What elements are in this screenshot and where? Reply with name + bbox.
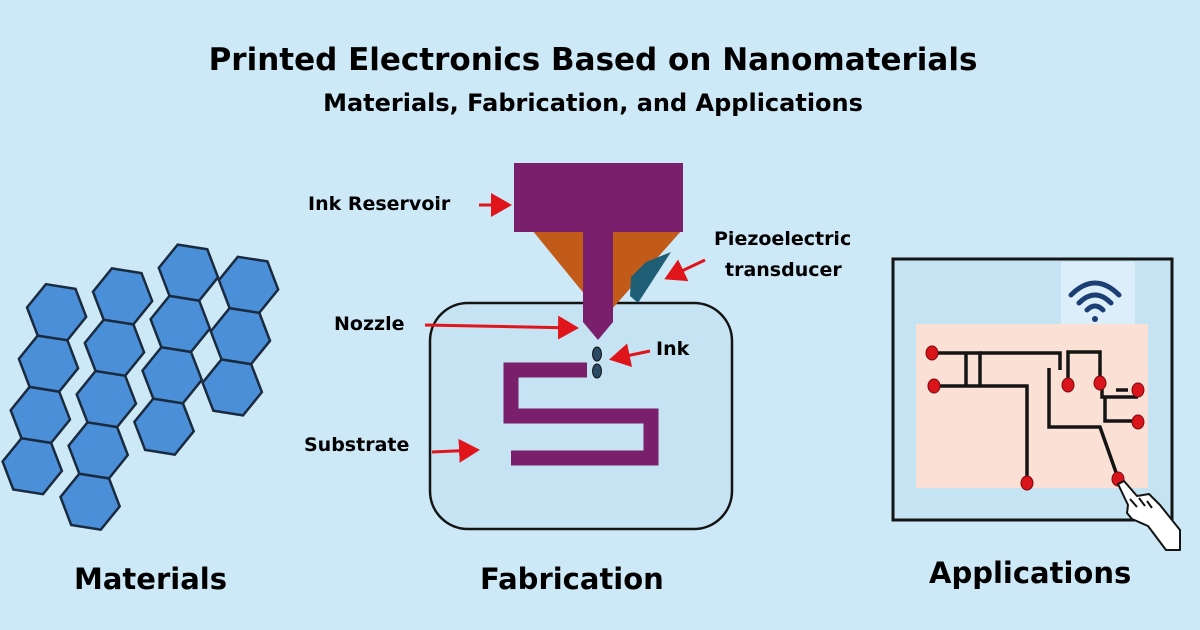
- ink-droplet: [592, 346, 602, 362]
- label-nozzle: Nozzle: [334, 313, 405, 335]
- hexagon-cell: [75, 369, 138, 429]
- hexagon-cell: [17, 334, 80, 393]
- label-substrate: Substrate: [304, 434, 410, 456]
- printed-trace: [503, 362, 659, 466]
- ink-droplet: [592, 363, 602, 379]
- circuit-node: [1061, 377, 1075, 393]
- arrow-ink: [609, 343, 651, 368]
- circuit-node: [1093, 375, 1107, 391]
- hexagon-cell: [91, 267, 154, 326]
- section-label-materials: Materials: [74, 562, 227, 596]
- hexagon-cell: [149, 294, 212, 354]
- pointing-hand-icon: [1117, 480, 1181, 551]
- circuit-node: [1020, 475, 1034, 491]
- hexagon-cell: [9, 385, 72, 445]
- section-label-applications: Applications: [929, 556, 1132, 590]
- label-transducer: transducer: [725, 259, 842, 281]
- circuit-node: [925, 345, 939, 361]
- hexagon-cell: [209, 306, 272, 366]
- arrow-nozzle: [424, 315, 579, 340]
- hexagon-cell: [201, 358, 264, 417]
- label-piezoelectric: Piezoelectric: [714, 228, 852, 250]
- wifi-icon: [1068, 280, 1122, 322]
- nanomaterial-lattice: [1, 243, 280, 532]
- hexagon-cell: [217, 255, 280, 315]
- figure-title: Printed Electronics Based on Nanomateria…: [208, 42, 978, 78]
- circuit-traces: [932, 350, 1138, 482]
- hexagon-cell: [83, 318, 146, 378]
- hexagon-cell: [25, 282, 88, 342]
- ink-reservoir: [514, 163, 683, 232]
- arrow-transducer: [664, 258, 706, 282]
- circuit-nodes: [925, 345, 1145, 491]
- label-ink-reservoir: Ink Reservoir: [308, 193, 451, 215]
- hexagon-cell: [141, 345, 204, 405]
- arrow-substrate: [431, 438, 480, 463]
- section-label-fabrication: Fabrication: [480, 562, 664, 596]
- figure-subtitle: Materials, Fabrication, and Applications: [323, 89, 863, 117]
- hexagon-cell: [59, 472, 122, 532]
- piezoelectric-transducer: [630, 252, 671, 303]
- hexagon-cell: [157, 243, 220, 302]
- circuit-node: [1131, 382, 1145, 398]
- circuit-node: [927, 378, 941, 394]
- hexagon-cell: [1, 436, 64, 496]
- label-ink: Ink: [656, 338, 690, 360]
- circuit-node: [1131, 414, 1145, 430]
- hexagon-cell: [132, 397, 196, 456]
- hexagon-cell: [67, 420, 130, 480]
- nozzle: [583, 230, 613, 340]
